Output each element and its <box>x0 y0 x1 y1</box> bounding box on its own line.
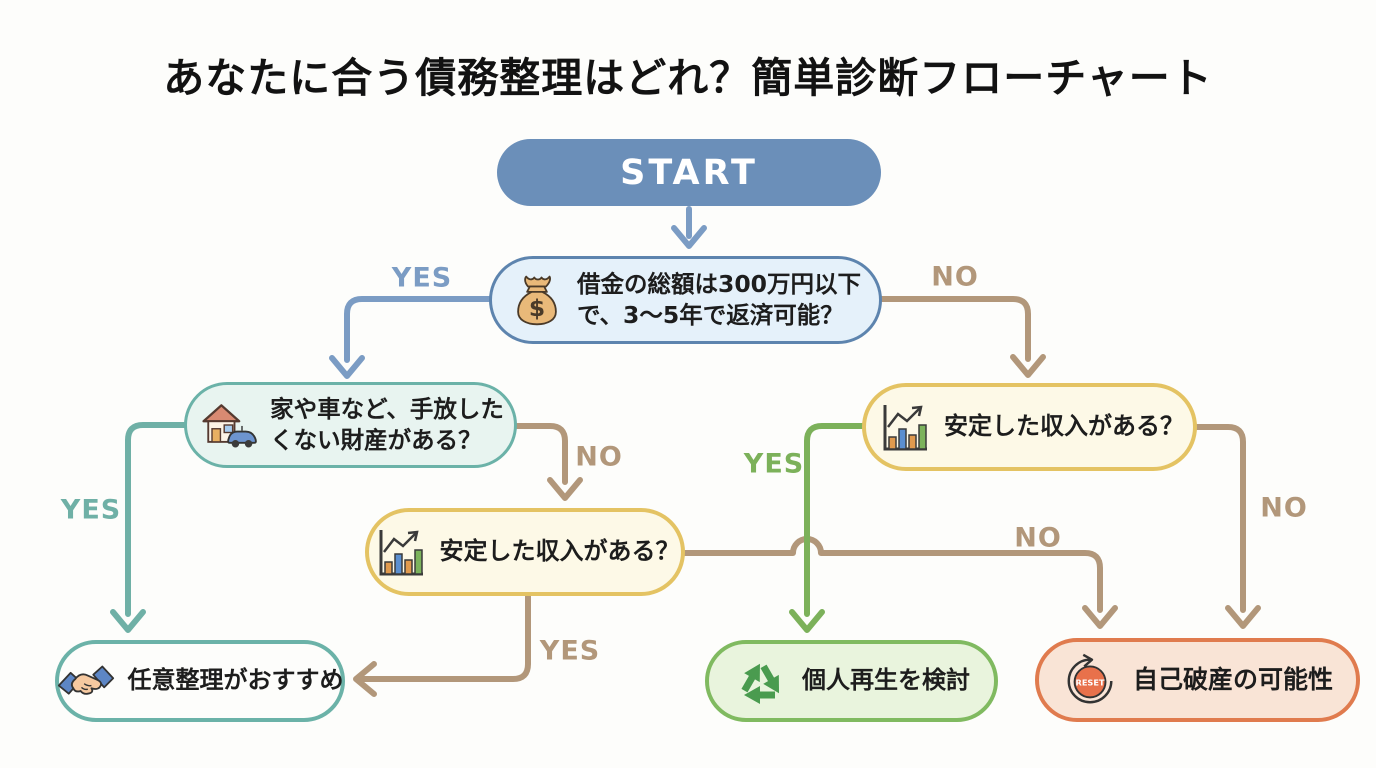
arrowhead-assets-no <box>547 477 583 501</box>
arrowhead-debt-yes <box>329 355 365 379</box>
question-keep-assets: 家や車など、手放した くない財産がある？ <box>184 382 517 468</box>
question-keep-assets-text: 家や車など、手放した くない財産がある？ <box>270 394 504 454</box>
question-stable-income-right: 安定した収入がある？ <box>862 383 1197 471</box>
arrow-debt-yes <box>344 296 492 363</box>
start-label: START <box>620 152 758 193</box>
arrow-debt-no <box>878 296 1031 362</box>
edge-label-income-mid-no: NO <box>1014 522 1062 554</box>
result-individual-rehabilitation: 個人再生を検討 <box>705 640 998 722</box>
result-individual-rehabilitation-text: 個人再生を検討 <box>802 666 970 695</box>
reset-icon: RESET <box>1062 651 1120 709</box>
arrow-income-mid-no <box>682 536 1103 613</box>
bar-chart-icon <box>875 399 931 455</box>
edge-label-income-right-no: NO <box>1260 492 1308 524</box>
arrowhead-debt-no <box>1010 354 1046 378</box>
result-bankruptcy: RESET 自己破産の可能性 <box>1035 638 1360 722</box>
edge-label-debt-no: NO <box>931 261 979 293</box>
page-title: あなたに合う債務整理はどれ？簡単診断フローチャート <box>163 54 1213 102</box>
question-debt-amount-text: 借金の総額は300万円以下 で、3〜5年で返済可能？ <box>576 269 862 329</box>
edge-label-debt-yes: YES <box>391 262 453 294</box>
edge-label-income-mid-yes: YES <box>539 635 601 667</box>
money-bag-icon: $ <box>510 273 564 327</box>
edge-label-assets-no: NO <box>575 441 623 473</box>
edge-label-assets-yes: YES <box>60 494 122 526</box>
recycle-icon <box>733 653 789 709</box>
arrow-income-mid-yes <box>359 593 531 682</box>
question-stable-income-mid-text: 安定した収入がある？ <box>439 537 680 566</box>
arrowhead-start-to-debt <box>671 225 707 249</box>
start-node: START <box>497 139 881 206</box>
reset-icon-label: RESET <box>1076 677 1105 687</box>
arrowhead-assets-yes <box>110 609 146 633</box>
result-bankruptcy-text: 自己破産の可能性 <box>1132 665 1333 695</box>
question-stable-income-right-text: 安定した収入がある？ <box>944 412 1184 441</box>
arrow-assets-yes <box>125 422 187 617</box>
handshake-icon <box>57 659 115 703</box>
arrowhead-income-mid-yes <box>353 661 377 697</box>
edge-label-income-right-yes: YES <box>743 448 805 480</box>
question-debt-amount: $ 借金の総額は300万円以下 で、3〜5年で返済可能？ <box>489 256 882 344</box>
arrowhead-income-mid-no <box>1082 605 1118 629</box>
svg-text:$: $ <box>529 294 545 322</box>
house-car-icon <box>197 400 257 450</box>
bar-chart-icon <box>371 524 427 580</box>
arrowhead-income-right-no <box>1225 605 1261 629</box>
arrow-assets-no <box>514 423 568 485</box>
arrowhead-income-right-yes <box>789 609 825 633</box>
result-voluntary-arrangement: 任意整理がおすすめ <box>55 640 345 722</box>
question-stable-income-mid: 安定した収入がある？ <box>365 508 685 596</box>
arrow-income-right-no <box>1194 424 1246 613</box>
arrow-income-right-yes <box>804 423 865 617</box>
result-voluntary-arrangement-text: 任意整理がおすすめ <box>127 666 344 695</box>
